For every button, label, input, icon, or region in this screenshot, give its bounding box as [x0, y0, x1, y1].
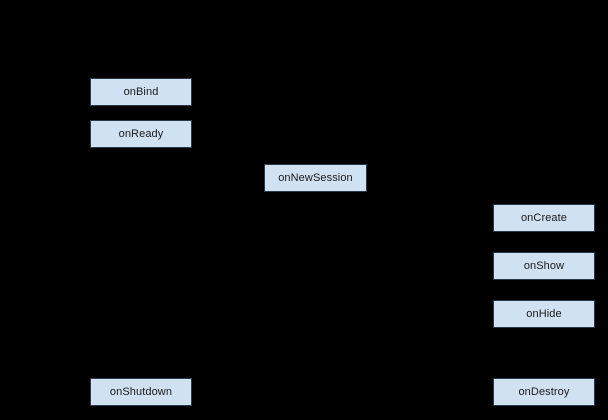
node-onshow[interactable]: onShow: [493, 252, 595, 280]
node-onshutdown-label: onShutdown: [109, 385, 173, 398]
node-onhide[interactable]: onHide: [493, 300, 595, 328]
node-oncreate[interactable]: onCreate: [493, 204, 595, 232]
node-onshow-label: onShow: [523, 259, 565, 272]
node-onhide-label: onHide: [526, 307, 562, 320]
node-oncreate-label: onCreate: [520, 211, 568, 224]
node-onnewsession[interactable]: onNewSession: [264, 164, 367, 192]
node-ondestroy-label: onDestroy: [518, 385, 570, 398]
node-onnewsession-label: onNewSession: [278, 171, 353, 184]
node-onready[interactable]: onReady: [90, 120, 192, 148]
node-onbind-label: onBind: [123, 85, 159, 98]
edge-onnewsession-oncreate: [367, 177, 493, 221]
edge-onready-onnewsession: [140, 148, 264, 181]
node-ondestroy[interactable]: onDestroy: [493, 378, 595, 406]
node-onbind[interactable]: onBind: [90, 78, 192, 106]
node-onready-label: onReady: [118, 127, 164, 140]
node-onshutdown[interactable]: onShutdown: [90, 378, 192, 406]
